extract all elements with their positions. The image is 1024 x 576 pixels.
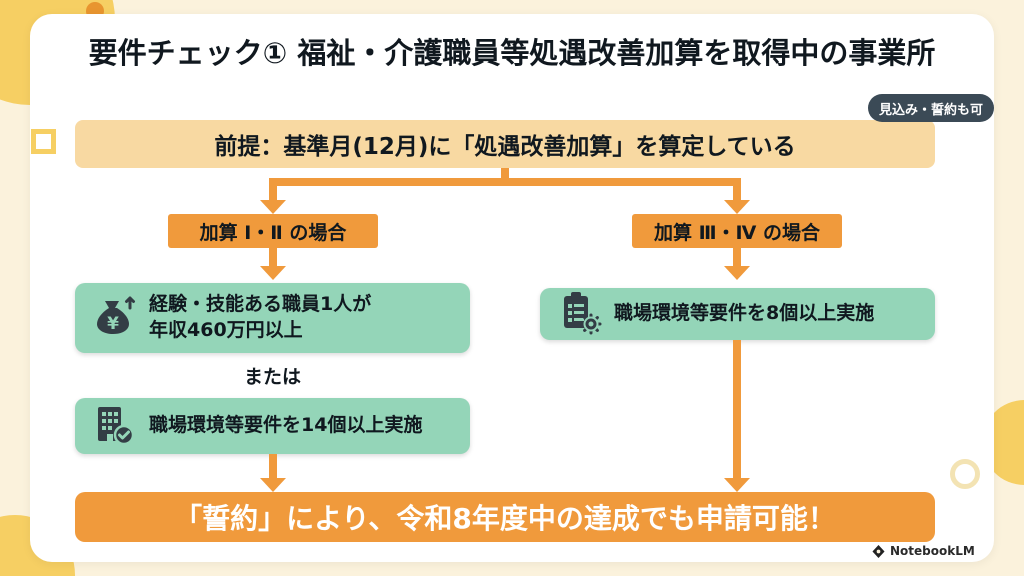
watermark: NotebookLM [872,544,975,558]
condition-environment-8-text: 職場環境等要件を8個以上実施 [614,302,875,325]
connector-right-drop [733,182,741,200]
branch-label-left: 加算 Ⅰ・Ⅱ の場合 [168,214,378,248]
connector-horizontal [269,178,741,186]
or-label: または [243,366,301,388]
condition-box-salary: ¥ 経験・技能ある職員1人が 年収460万円以上 [75,283,470,353]
arrowhead-left-final [260,478,286,492]
arrowhead-right-box [724,266,750,280]
connector-left-drop [269,182,277,200]
money-bag-yen-icon: ¥ [89,292,137,344]
condition-salary-line1: 経験・技能ある職員1人が [149,293,372,316]
condition-environment-14-text: 職場環境等要件を14個以上実施 [149,414,423,437]
building-check-icon [89,400,137,452]
clipboard-gear-icon [554,288,602,340]
arrowhead-left-box [260,266,286,280]
result-banner: 「誓約」により、令和8年度中の達成でも申請可能！ [75,492,935,542]
premise-box: 前提：基準月(12月)に「処遇改善加算」を算定している [75,120,935,168]
arrowhead-right-final [724,478,750,492]
condition-box-salary-text: 経験・技能ある職員1人が 年収460万円以上 [149,292,371,343]
arrowhead-left-branch [260,200,286,214]
condition-box-environment-14: 職場環境等要件を14個以上実施 [75,398,470,454]
connector-right-label-drop [733,248,741,266]
branch-label-right: 加算 Ⅲ・Ⅳ の場合 [632,214,842,248]
condition-salary-line2: 年収460万円以上 [149,319,303,341]
connector-left-final [269,454,277,478]
decoration-square-outline [31,129,56,154]
watermark-text: NotebookLM [890,544,975,558]
connector-left-label-drop [269,248,277,266]
decoration-ring-bottom-right [950,459,980,489]
condition-box-environment-8: 職場環境等要件を8個以上実施 [540,288,935,340]
status-badge: 見込み・誓約も可 [868,94,994,122]
notebooklm-icon [872,544,885,558]
page-title: 要件チェック① 福祉・介護職員等処遇改善加算を取得中の事業所 [88,36,936,70]
svg-text:¥: ¥ [107,314,119,334]
arrowhead-right-branch [724,200,750,214]
connector-right-final [733,340,741,478]
connector-stem [501,168,509,181]
